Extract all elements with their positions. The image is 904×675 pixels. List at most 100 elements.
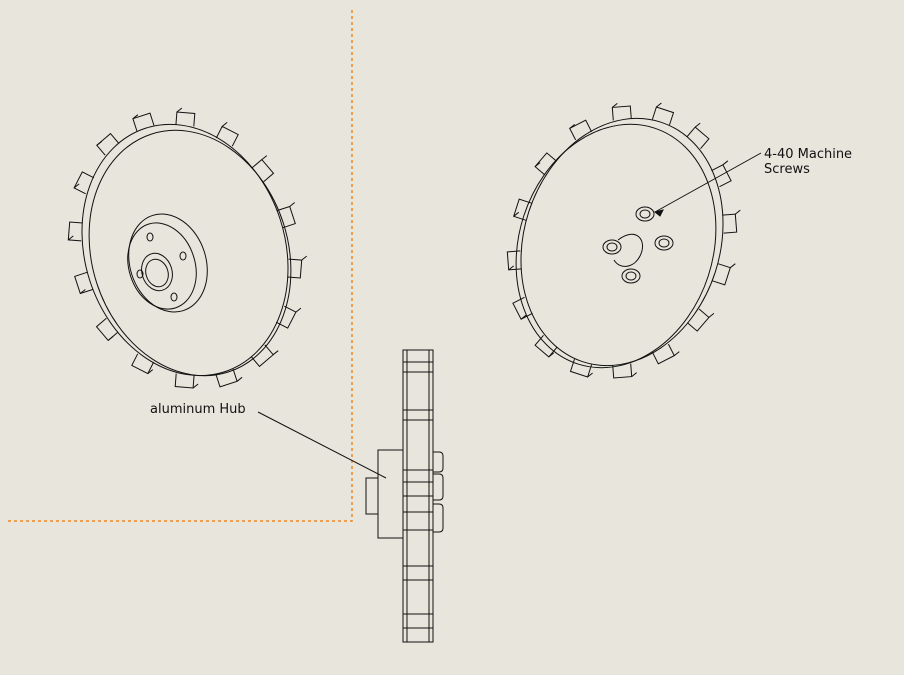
sprocket-tooth <box>287 258 303 279</box>
sprocket-tooth <box>67 221 83 242</box>
sprocket-tooth-edge <box>176 107 183 113</box>
sprocket-tooth <box>686 126 710 150</box>
sprocket-tooth <box>512 296 533 320</box>
sprocket-tooth-edge <box>734 209 741 215</box>
sprocket-tooth <box>131 353 155 375</box>
sprocket-tooth-edge <box>569 124 576 129</box>
machine-screw-socket <box>639 209 651 219</box>
sprocket-tooth <box>651 106 675 126</box>
screws-leader-arrow <box>653 209 664 217</box>
sprocket-tooth-edge <box>295 307 302 313</box>
machine-screw-head <box>654 235 674 251</box>
sprocket-tooth <box>251 158 275 183</box>
right-sprocket-disc <box>520 117 724 367</box>
sprocket-tooth-edge <box>673 351 680 356</box>
side-screw-head <box>433 451 444 473</box>
sprocket-tooth <box>215 125 239 147</box>
hub-leader-line <box>257 411 387 479</box>
sprocket-tooth <box>73 171 95 195</box>
side-tooth-bands <box>403 361 433 629</box>
machine-screw-socket <box>606 242 618 252</box>
machine-screws <box>602 206 674 284</box>
left-hub-face <box>127 222 197 310</box>
sprocket-tooth <box>534 152 557 176</box>
sprocket-tooth <box>722 213 738 234</box>
sprocket-tooth-edge <box>694 122 701 128</box>
sprocket-tooth <box>712 263 731 286</box>
sprocket-tooth <box>711 164 732 188</box>
machine-screw-socket <box>658 238 670 248</box>
right-sprocket-view <box>506 102 762 379</box>
sprocket-tooth-edge <box>548 352 555 358</box>
sprocket-tooth <box>277 205 296 229</box>
sprocket-tooth <box>174 373 195 389</box>
sprocket-tooth <box>506 250 522 271</box>
sprocket-tooth-edge <box>192 383 199 389</box>
machine-screw-head <box>621 268 641 284</box>
side-hub-body <box>377 449 404 539</box>
sprocket-tooth-edge <box>508 265 515 271</box>
sprocket-tooth <box>687 308 710 332</box>
sprocket-tooth <box>513 198 532 221</box>
side-hub-boss <box>365 477 379 515</box>
sprocket-tooth-edge <box>67 235 74 241</box>
sprocket-tooth-edge <box>107 336 114 341</box>
sprocket-tooth <box>215 368 238 388</box>
sprocket-tooth-edge <box>289 202 296 207</box>
sprocket-tooth-edge <box>236 376 243 382</box>
side-screw-head <box>433 473 444 501</box>
left-sprocket-view <box>67 107 308 389</box>
left-sprocket-disc <box>81 123 289 377</box>
sprocket-tooth <box>275 305 297 329</box>
sprocket-tooth <box>569 358 593 378</box>
sprocket-tooth <box>74 271 93 295</box>
callout-aluminum-hub: aluminum Hub <box>150 402 246 417</box>
machine-screw-head <box>635 206 655 222</box>
callout-machine-screws-line1: 4-40 Machine <box>764 147 853 162</box>
sprocket-tooth-edge <box>261 155 268 160</box>
sprocket-tooth-edge <box>722 160 729 166</box>
sprocket-tooth-edge <box>272 350 279 356</box>
left-hub-hole <box>170 292 178 302</box>
sprocket-tooth-edge <box>729 263 736 269</box>
machine-screw-head <box>602 239 622 255</box>
sprocket-tooth <box>612 363 633 379</box>
sprocket-tooth-edge <box>520 314 527 320</box>
sprocket-tooth-edge <box>534 162 541 167</box>
sprocket-tooth-edge <box>96 140 103 146</box>
sprocket-tooth <box>569 119 593 141</box>
sprocket-tooth-edge <box>656 102 662 108</box>
sprocket-tooth <box>250 344 274 368</box>
sprocket-tooth <box>611 105 632 121</box>
sprocket-tooth-edge <box>132 114 139 120</box>
sprocket-tooth <box>132 112 155 132</box>
sprocket-tooth-edge <box>73 183 80 189</box>
sprocket-tooth-edge <box>221 122 228 127</box>
side-screw-head <box>433 503 444 533</box>
sprocket-tooth-edge <box>631 372 638 377</box>
sprocket-tooth <box>175 111 196 127</box>
left-hub-hole <box>179 251 187 261</box>
right-sprocket-disc-back <box>515 123 717 369</box>
side-view <box>257 349 444 643</box>
sprocket-tooth <box>95 317 119 342</box>
callout-machine-screws: 4-40 Machine Screws <box>764 147 852 177</box>
left-sprocket-teeth <box>67 107 308 389</box>
view-boundary-dashed <box>6 10 353 522</box>
left-sprocket-disc-back <box>88 129 292 377</box>
sprocket-tooth <box>651 343 675 365</box>
right-hub-recess <box>613 233 643 267</box>
left-hub-bore-inner <box>145 258 169 288</box>
callout-machine-screws-line2: Screws <box>764 162 810 177</box>
machine-screw-socket <box>625 271 637 281</box>
left-hub-hole <box>146 232 154 242</box>
sprocket-tooth-edge <box>708 313 715 318</box>
left-hub-outer <box>128 213 208 313</box>
sprocket-tooth-edge <box>611 103 618 108</box>
sprocket-tooth <box>534 334 558 358</box>
sprocket-tooth-edge <box>147 369 154 374</box>
left-hub-hole <box>136 269 144 279</box>
right-sprocket-teeth <box>506 102 741 379</box>
